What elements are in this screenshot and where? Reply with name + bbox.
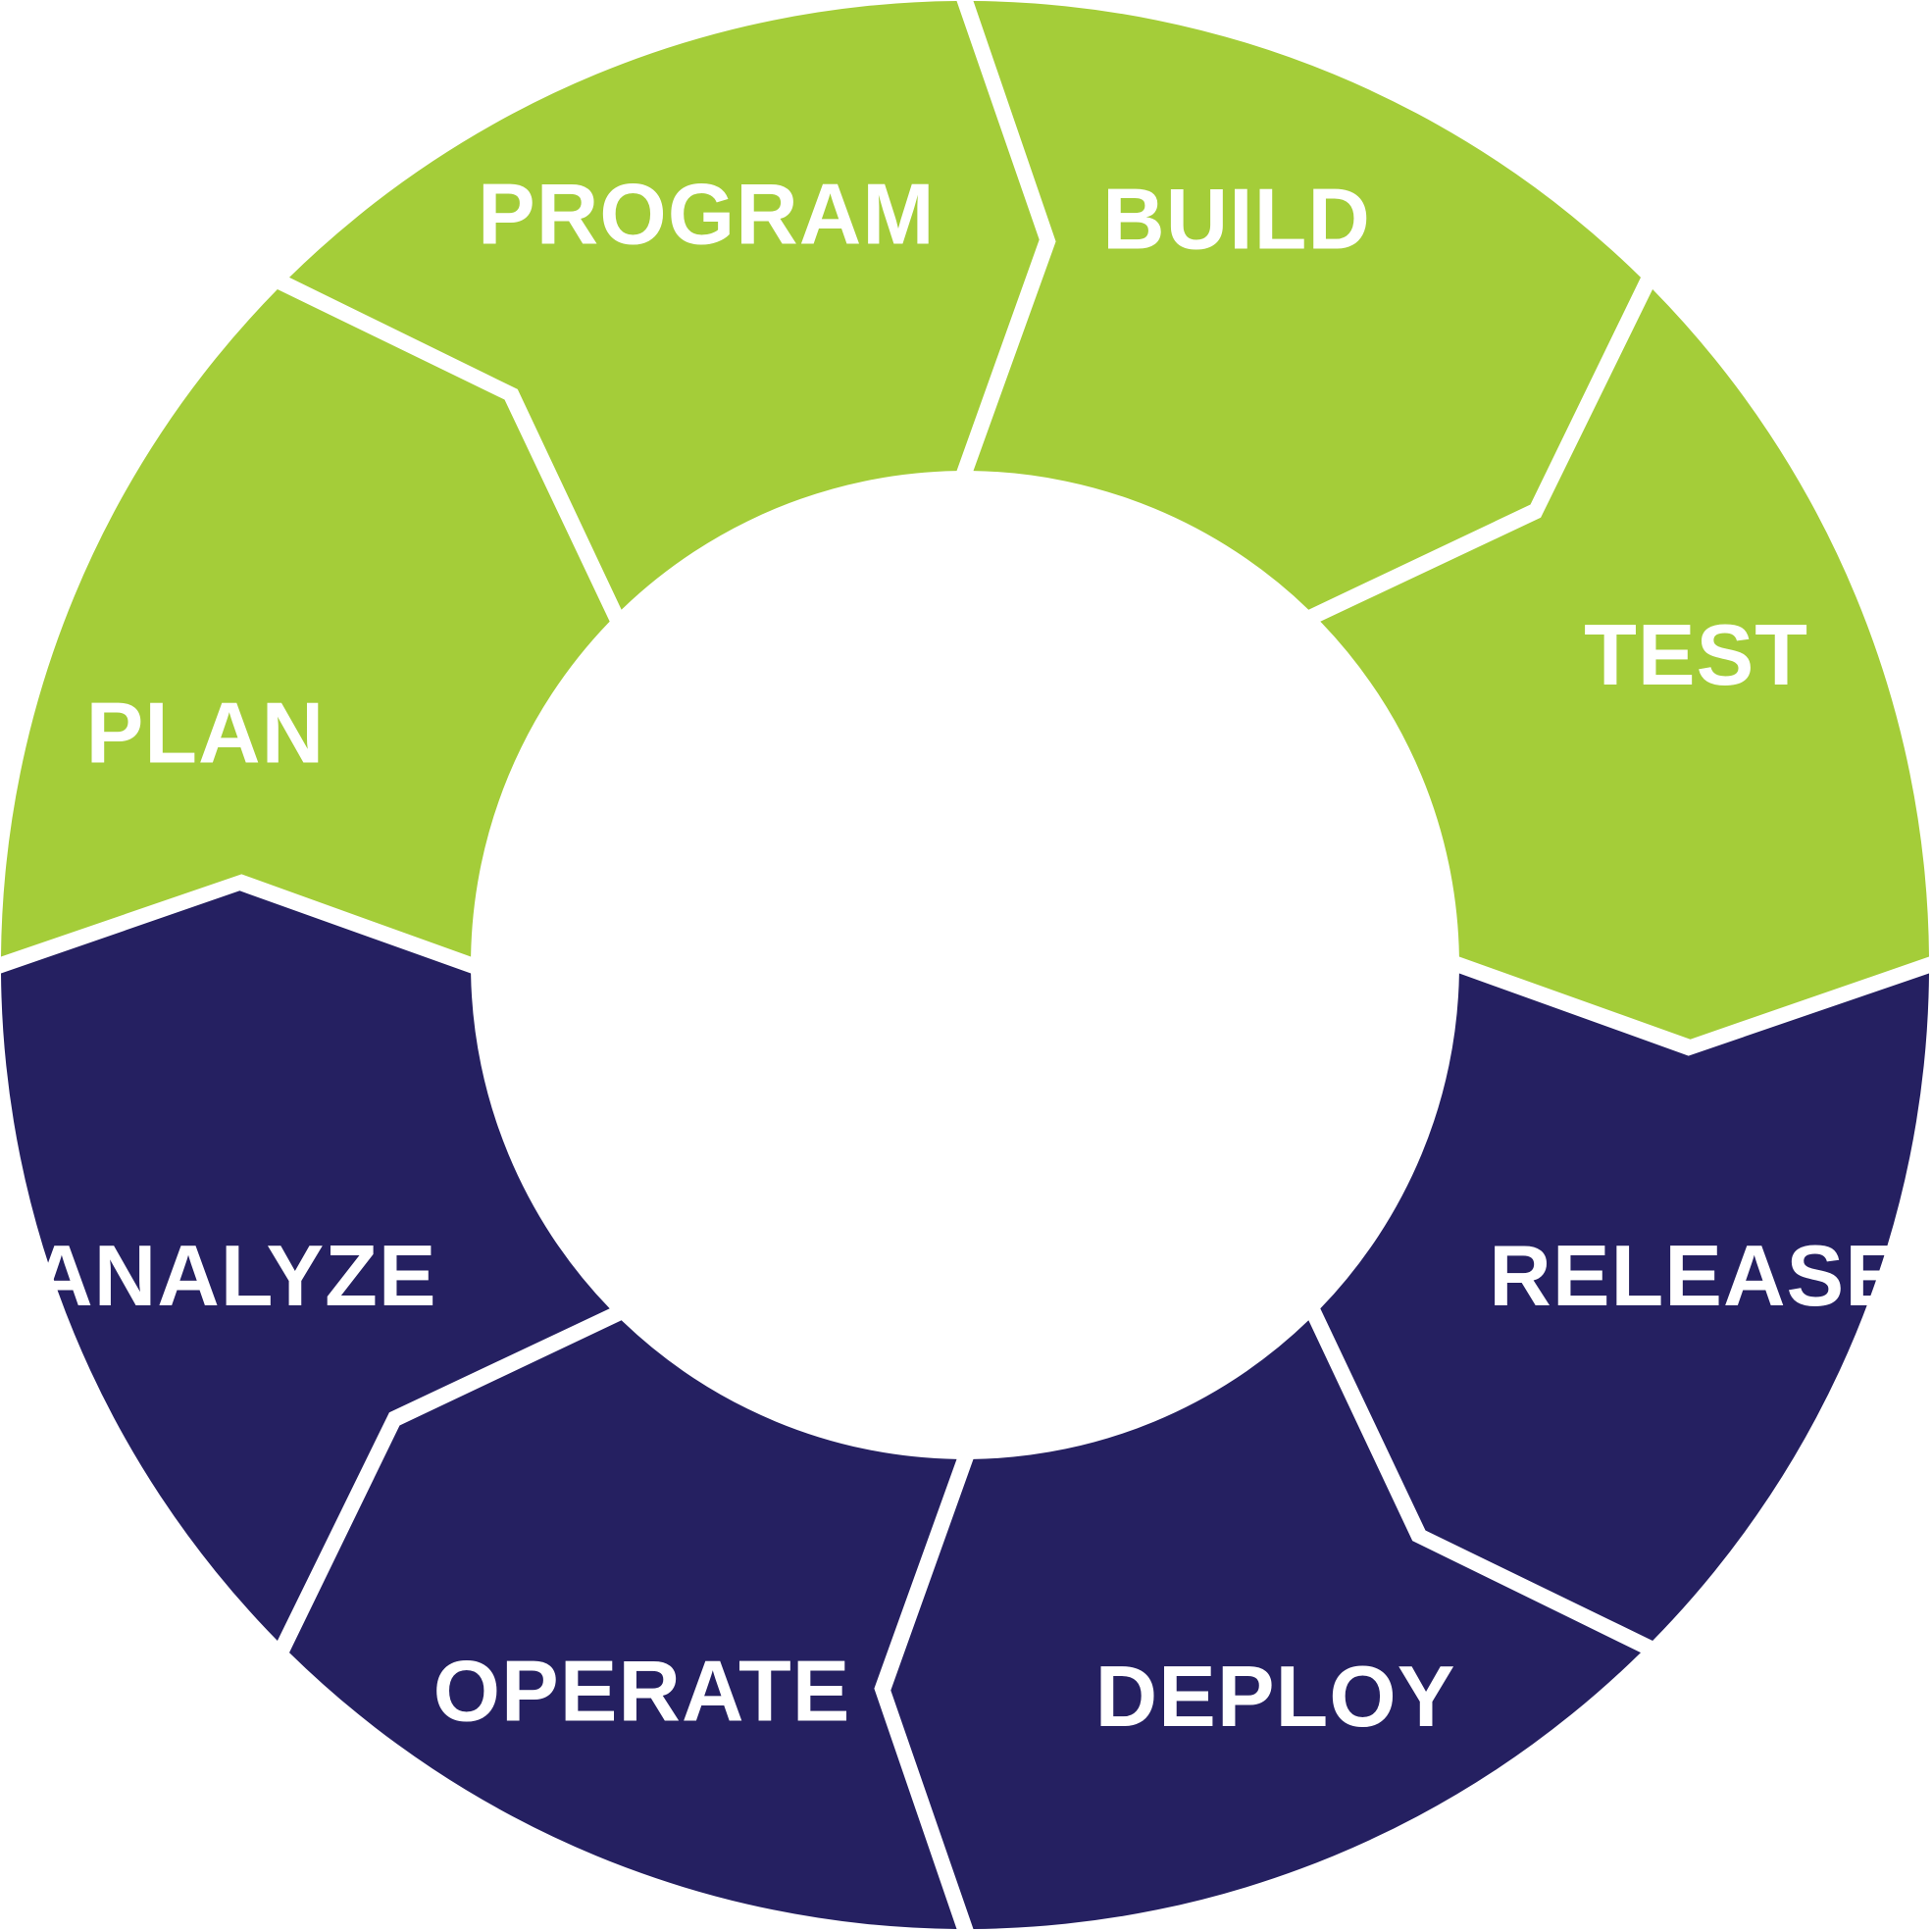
stage-label-release: RELEASE	[1489, 1227, 1904, 1324]
segment-plan	[1, 289, 610, 957]
segment-analyze	[1, 890, 610, 1641]
segment-operate	[289, 1320, 957, 1929]
stage-label-program: PROGRAM	[478, 166, 936, 263]
segment-test	[1320, 289, 1929, 1040]
stage-label-operate: OPERATE	[433, 1643, 851, 1740]
segment-deploy	[890, 1320, 1641, 1929]
cycle-labels: PLAN PROGRAM BUILD TEST RELEASE DEPLOY O…	[30, 166, 1904, 1745]
stage-label-analyze: ANALYZE	[30, 1227, 436, 1324]
stage-label-deploy: DEPLOY	[1095, 1648, 1456, 1745]
stage-label-build: BUILD	[1102, 170, 1371, 267]
segment-program	[289, 1, 1040, 610]
stage-label-test: TEST	[1584, 606, 1808, 703]
segment-build	[973, 1, 1641, 610]
stage-label-plan: PLAN	[86, 685, 326, 782]
segment-release	[1320, 973, 1929, 1641]
